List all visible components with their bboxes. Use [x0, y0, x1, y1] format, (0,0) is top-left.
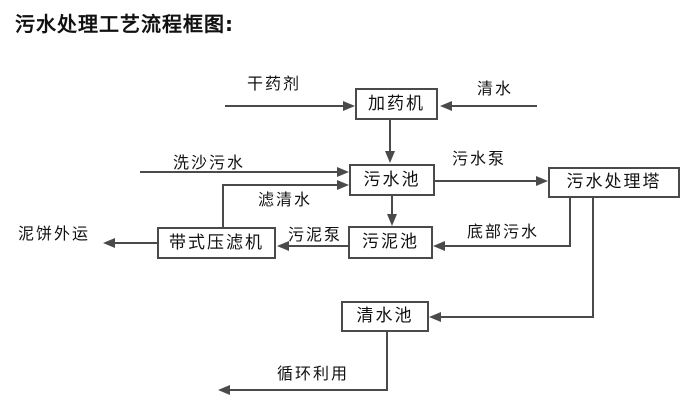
clean-water-line	[452, 105, 537, 107]
sewage-pump-line	[435, 180, 536, 182]
node-dosing-machine: 加药机	[355, 88, 438, 120]
node-belt-filter-press: 带式压滤机	[157, 227, 276, 259]
sludge-pump-line	[289, 245, 348, 247]
recycling-arrowhead-icon	[218, 385, 230, 395]
tower-to-clean-pool-arrowhead-icon	[429, 312, 441, 322]
edge-label-sand-washing-sewage: 洗沙污水	[173, 153, 246, 172]
tower-to-clean-pool-drop-line	[592, 198, 594, 318]
clean-water-arrowhead-icon	[440, 101, 452, 111]
edge-label-mud-cake-outbound: 泥饼外运	[18, 224, 91, 243]
edge-label-recycling: 循环利用	[277, 364, 350, 383]
filtered-water-arrowhead-icon	[337, 180, 349, 190]
edge-label-bottom-sewage: 底部污水	[467, 222, 540, 241]
tower-to-clean-pool-line	[441, 316, 594, 318]
dosing-to-sewage-line	[389, 120, 391, 152]
sand-washing-sewage-arrowhead-icon	[337, 167, 349, 177]
node-treatment-tower: 污水处理塔	[548, 167, 680, 198]
recycling-line	[230, 389, 388, 391]
edge-label-clean-water: 清水	[477, 79, 514, 98]
bottom-sewage-arrowhead-icon	[433, 241, 445, 251]
edge-label-dry-agent: 干药剂	[247, 74, 302, 93]
sewage-pump-arrowhead-icon	[536, 176, 548, 186]
recycling-drop-line	[386, 332, 388, 390]
dry-agent-arrowhead-icon	[343, 101, 355, 111]
filtered-water-line	[222, 184, 337, 186]
sewage-to-sludge-arrowhead-icon	[387, 214, 397, 226]
edge-label-sewage-pump: 污水泵	[452, 149, 507, 168]
edge-label-sludge-pump: 污泥泵	[288, 225, 343, 244]
edge-label-filtered-water: 滤清水	[258, 190, 313, 209]
node-clean-water-pool: 清水池	[341, 301, 429, 332]
dry-agent-line	[225, 105, 343, 107]
diagram-title: 污水处理工艺流程框图:	[15, 12, 234, 36]
sewage-to-sludge-line	[391, 196, 393, 214]
bottom-sewage-drop-line	[569, 198, 571, 247]
node-sewage-pool: 污水池	[349, 164, 435, 196]
bottom-sewage-line	[445, 245, 571, 247]
sand-washing-sewage-line	[140, 171, 337, 173]
mud-cake-arrowhead-icon	[103, 238, 115, 248]
filtered-water-riser-line	[222, 184, 224, 227]
node-sludge-pool: 污泥池	[348, 226, 433, 259]
mud-cake-line	[115, 242, 157, 244]
sludge-pump-arrowhead-icon	[277, 241, 289, 251]
dosing-to-sewage-arrowhead-icon	[385, 151, 395, 163]
